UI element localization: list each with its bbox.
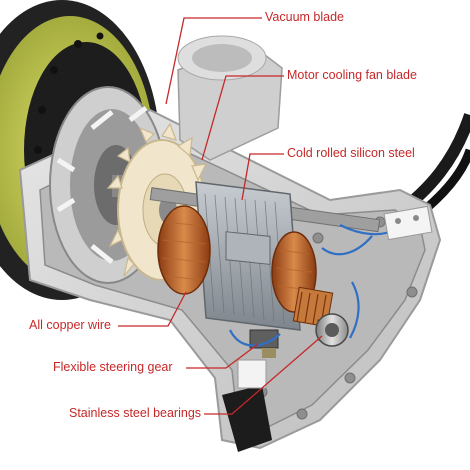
leader-line-copper <box>118 291 187 327</box>
callout-stainless-steel-bearings: Stainless steel bearings <box>68 406 203 421</box>
cooling-tube <box>177 35 283 161</box>
callout-all-copper-wire: All copper wire <box>28 318 112 333</box>
callout-leader-lines <box>118 17 323 415</box>
callout-vacuum-blade: Vacuum blade <box>264 10 345 25</box>
power-switch <box>222 359 272 452</box>
terminal-block <box>383 205 433 241</box>
blue-wiring <box>229 224 399 347</box>
leader-line-steel <box>241 153 284 201</box>
bearing <box>315 313 349 347</box>
callout-motor-cooling-fan-blade: Motor cooling fan blade <box>286 68 418 83</box>
leader-line-gear <box>186 343 259 369</box>
leader-line-bearing <box>204 335 323 415</box>
callout-cold-rolled-silicon-steel: Cold rolled silicon steel <box>286 146 416 161</box>
callout-flexible-steering-gear: Flexible steering gear <box>52 360 174 375</box>
leader-line-vacuum <box>165 17 262 105</box>
copper-windings <box>157 205 317 313</box>
leader-line-fan <box>201 75 284 161</box>
